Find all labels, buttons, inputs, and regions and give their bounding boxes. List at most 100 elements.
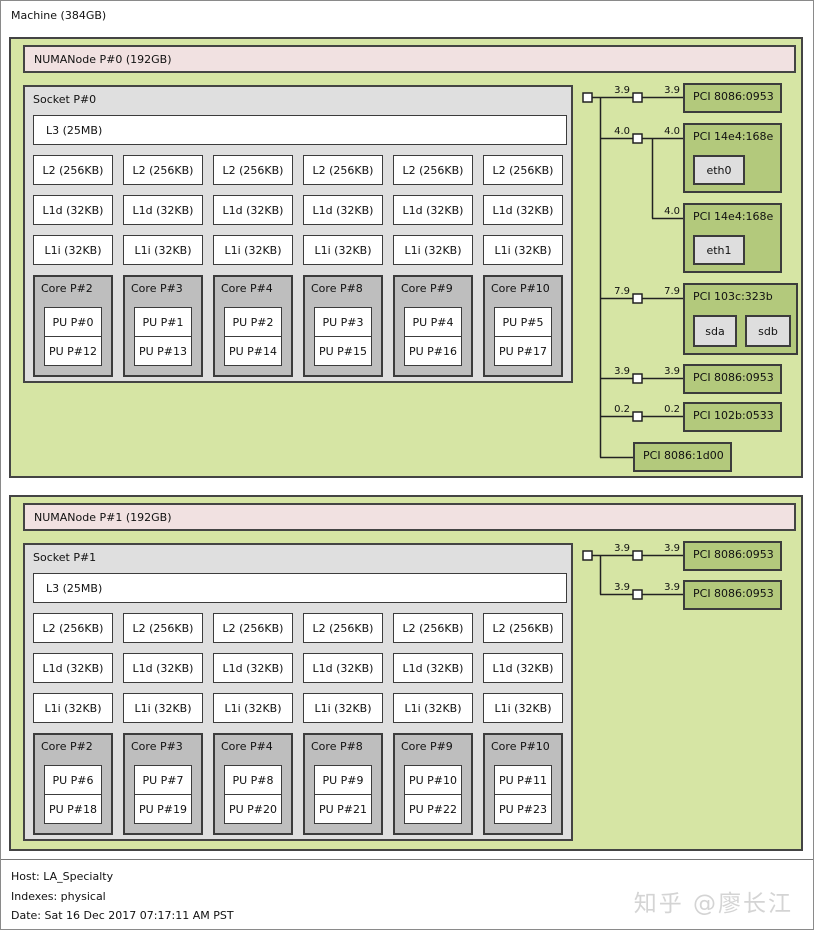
core-label: Core P#4: [221, 740, 273, 753]
l1d-cache-row: L1d (32KB) L1d (32KB) L1d (32KB) L1d (32…: [33, 195, 563, 225]
core-row: Core P#2 PU P#6 PU P#18 Core P#3 PU P#7 …: [33, 733, 563, 835]
core-label: Core P#2: [41, 282, 93, 295]
pci-device-label: PCI 102b:0533: [693, 409, 774, 422]
l2-cache-box: L2 (256KB): [123, 613, 203, 643]
legend-indexes: Indexes: physical: [11, 890, 106, 903]
l1i-cache-row: L1i (32KB) L1i (32KB) L1i (32KB) L1i (32…: [33, 235, 563, 265]
machine-bottom-border: [1, 859, 813, 860]
pu-box: PU P#15: [314, 336, 372, 366]
link-speed-label: 4.0: [664, 206, 680, 217]
core-label: Core P#9: [401, 740, 453, 753]
l2-cache-box: L2 (256KB): [393, 155, 473, 185]
core-label: Core P#10: [491, 282, 550, 295]
link-speed-label: 3.9: [614, 582, 630, 593]
pu-box: PU P#20: [224, 794, 282, 824]
l2-cache-box: L2 (256KB): [33, 613, 113, 643]
legend-date: Date: Sat 16 Dec 2017 07:17:11 AM PST: [11, 909, 234, 922]
socket-label: Socket P#1: [33, 551, 97, 564]
l1d-cache-box: L1d (32KB): [303, 195, 383, 225]
l3-cache-box: L3 (25MB): [33, 115, 567, 145]
l2-cache-box: L2 (256KB): [393, 613, 473, 643]
os-device-box: eth0: [693, 155, 745, 185]
pci-bridge: [632, 133, 643, 144]
l1i-cache-box: L1i (32KB): [33, 693, 113, 723]
l1d-cache-box: L1d (32KB): [393, 195, 473, 225]
l2-cache-box: L2 (256KB): [123, 155, 203, 185]
l2-cache-box: L2 (256KB): [213, 155, 293, 185]
l1d-cache-box: L1d (32KB): [483, 195, 563, 225]
l1d-cache-box: L1d (32KB): [123, 195, 203, 225]
l1i-cache-box: L1i (32KB): [123, 693, 203, 723]
pci-bridge: [632, 589, 643, 600]
pci-device-label: PCI 8086:0953: [693, 371, 774, 384]
core-box: Core P#4 PU P#8 PU P#20: [213, 733, 293, 835]
pu-box: PU P#3: [314, 307, 372, 337]
pci-device-box: PCI 102b:0533: [683, 402, 782, 432]
l1d-cache-box: L1d (32KB): [33, 653, 113, 683]
link-speed-label: 4.0: [614, 126, 630, 137]
core-box: Core P#3 PU P#1 PU P#13: [123, 275, 203, 377]
legend-host: Host: LA_Specialty: [11, 870, 114, 883]
l1i-cache-box: L1i (32KB): [393, 235, 473, 265]
pci-hostbridge: [582, 92, 593, 103]
pci-bridge: [632, 92, 643, 103]
l1d-cache-row: L1d (32KB) L1d (32KB) L1d (32KB) L1d (32…: [33, 653, 563, 683]
pu-box: PU P#17: [494, 336, 552, 366]
pu-box: PU P#13: [134, 336, 192, 366]
l1i-cache-box: L1i (32KB): [393, 693, 473, 723]
link-speed-label: 7.9: [664, 286, 680, 297]
pu-box: PU P#7: [134, 765, 192, 795]
pu-box: PU P#9: [314, 765, 372, 795]
pci-bridge: [632, 411, 643, 422]
link-speed-label: 3.9: [664, 582, 680, 593]
pci-device-box: PCI 103c:323b sda sdb: [683, 283, 798, 355]
link-speed-label: 4.0: [664, 126, 680, 137]
l2-cache-row: L2 (256KB) L2 (256KB) L2 (256KB) L2 (256…: [33, 613, 563, 643]
pci-device-label: PCI 8086:0953: [693, 587, 774, 600]
core-box: Core P#9 PU P#4 PU P#16: [393, 275, 473, 377]
l1i-cache-box: L1i (32KB): [483, 235, 563, 265]
core-box: Core P#3 PU P#7 PU P#19: [123, 733, 203, 835]
pci-device-label: PCI 8086:1d00: [643, 449, 724, 462]
pci-device-box: PCI 8086:1d00: [633, 442, 732, 472]
pu-box: PU P#19: [134, 794, 192, 824]
core-label: Core P#10: [491, 740, 550, 753]
pci-hostbridge: [582, 550, 593, 561]
l2-cache-box: L2 (256KB): [303, 155, 383, 185]
pu-box: PU P#14: [224, 336, 282, 366]
pu-box: PU P#16: [404, 336, 462, 366]
link-speed-label: 3.9: [614, 85, 630, 96]
link-speed-label: 0.2: [664, 404, 680, 415]
link-speed-label: 3.9: [664, 366, 680, 377]
core-label: Core P#8: [311, 740, 363, 753]
pci-device-box: PCI 8086:0953: [683, 541, 782, 571]
l3-cache-box: L3 (25MB): [33, 573, 567, 603]
l2-cache-box: L2 (256KB): [483, 613, 563, 643]
pu-box: PU P#2: [224, 307, 282, 337]
core-label: Core P#9: [401, 282, 453, 295]
pci-device-box: PCI 8086:0953: [683, 83, 782, 113]
l1d-cache-box: L1d (32KB): [213, 653, 293, 683]
pci-device-box: PCI 8086:0953: [683, 580, 782, 610]
socket-0-box: Socket P#0 L3 (25MB) L2 (256KB) L2 (256K…: [23, 85, 573, 383]
pci-device-box: PCI 14e4:168e eth0: [683, 123, 782, 193]
l1i-cache-row: L1i (32KB) L1i (32KB) L1i (32KB) L1i (32…: [33, 693, 563, 723]
machine-label: Machine (384GB): [11, 9, 107, 22]
core-box: Core P#10 PU P#5 PU P#17: [483, 275, 563, 377]
core-box: Core P#2 PU P#6 PU P#18: [33, 733, 113, 835]
pu-box: PU P#11: [494, 765, 552, 795]
l2-cache-box: L2 (256KB): [213, 613, 293, 643]
l1d-cache-box: L1d (32KB): [393, 653, 473, 683]
l1d-cache-box: L1d (32KB): [303, 653, 383, 683]
socket-label: Socket P#0: [33, 93, 97, 106]
link-speed-label: 7.9: [614, 286, 630, 297]
l1i-cache-box: L1i (32KB): [123, 235, 203, 265]
l1i-cache-box: L1i (32KB): [33, 235, 113, 265]
core-label: Core P#3: [131, 740, 183, 753]
pci-bridge: [632, 550, 643, 561]
l1d-cache-box: L1d (32KB): [123, 653, 203, 683]
core-label: Core P#4: [221, 282, 273, 295]
link-speed-label: 3.9: [664, 543, 680, 554]
l2-cache-box: L2 (256KB): [483, 155, 563, 185]
core-box: Core P#2 PU P#0 PU P#12: [33, 275, 113, 377]
